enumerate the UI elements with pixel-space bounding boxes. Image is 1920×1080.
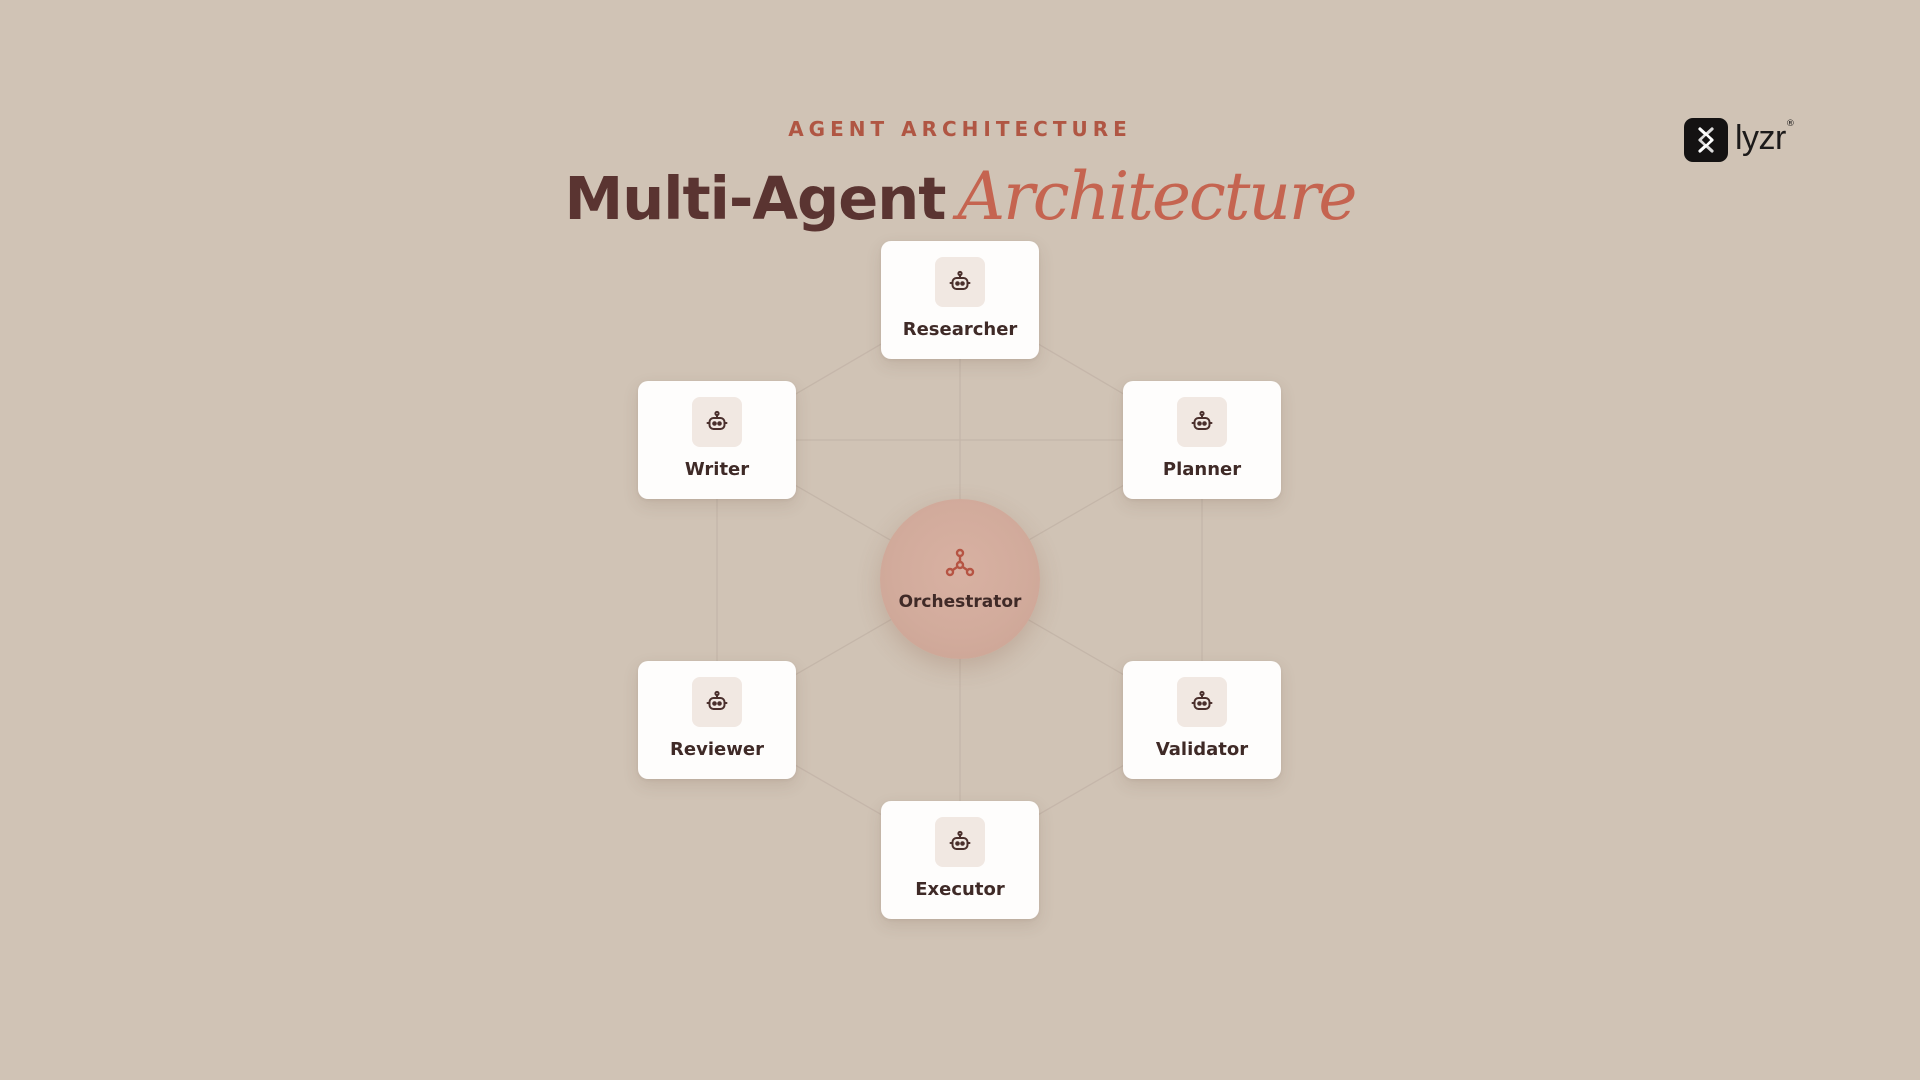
robot-icon	[935, 257, 985, 307]
lyzr-logo-icon	[1684, 118, 1728, 162]
agent-label: Reviewer	[670, 739, 764, 760]
orchestrator-label: Orchestrator	[898, 592, 1022, 612]
agent-node-planner[interactable]: Planner	[1123, 381, 1281, 499]
hub-network-icon	[945, 548, 975, 577]
logo-trademark: ®	[1785, 119, 1795, 129]
logo-text: lyzr	[1735, 118, 1786, 157]
robot-icon	[692, 677, 742, 727]
robot-icon	[692, 397, 742, 447]
agent-node-executor[interactable]: Executor	[881, 801, 1039, 919]
orchestrator-node[interactable]: Orchestrator	[880, 499, 1040, 659]
agent-node-writer[interactable]: Writer	[638, 381, 796, 499]
brand-logo: lyzr®	[1684, 118, 1795, 162]
agent-label: Validator	[1155, 739, 1249, 760]
section-eyebrow: AGENT ARCHITECTURE	[788, 117, 1132, 141]
title-accent: Architecture	[957, 158, 1358, 235]
agent-label: Planner	[1162, 459, 1242, 480]
robot-icon	[1177, 677, 1227, 727]
agent-node-researcher[interactable]: Researcher	[881, 241, 1039, 359]
robot-icon	[935, 817, 985, 867]
agent-label: Executor	[915, 879, 1005, 900]
agent-node-reviewer[interactable]: Reviewer	[638, 661, 796, 779]
agent-label: Researcher	[902, 319, 1018, 340]
agent-label: Writer	[684, 459, 750, 480]
robot-icon	[1177, 397, 1227, 447]
agent-node-validator[interactable]: Validator	[1123, 661, 1281, 779]
title-main: Multi-Agent	[564, 164, 947, 233]
